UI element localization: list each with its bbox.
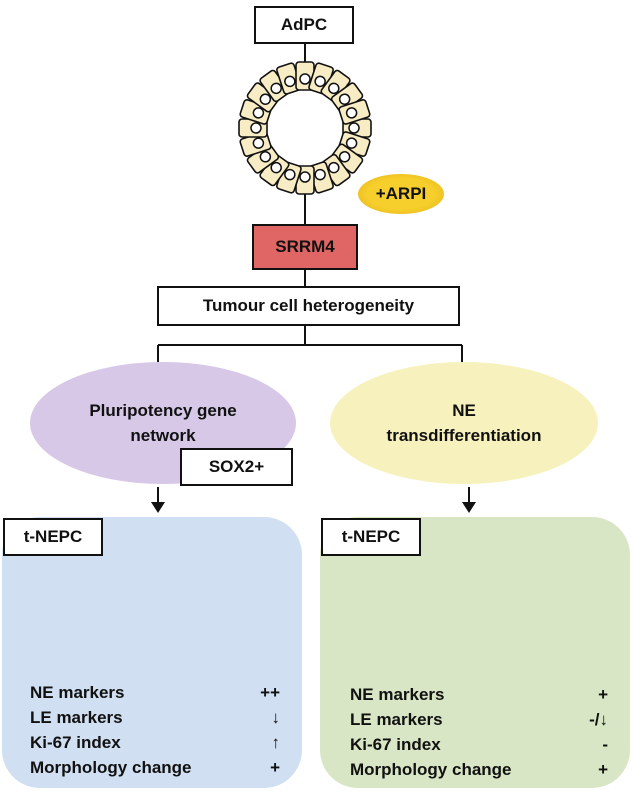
right-row-value: + — [598, 760, 608, 779]
acinus-nucleus — [328, 161, 340, 174]
acinus-cell — [276, 62, 302, 95]
srrm4-label: SRRM4 — [275, 237, 335, 256]
adpc-box: AdPC — [254, 6, 354, 44]
acinus-nucleus — [345, 137, 358, 149]
acinus-nucleus — [328, 82, 340, 95]
right-row-value: - — [602, 735, 608, 754]
right-row-label: LE markers — [350, 710, 443, 729]
sox2-label: SOX2+ — [208, 457, 265, 476]
acinus-nucleus — [270, 161, 282, 174]
left-row-label: Morphology change — [30, 758, 192, 777]
right-row-value: + — [598, 685, 608, 704]
acinus-cell — [320, 69, 351, 103]
left-row-value: + — [270, 758, 280, 777]
srrm4-box: SRRM4 — [252, 224, 358, 270]
acinus-nucleus — [252, 137, 265, 149]
left-row-value: ↑ — [271, 733, 281, 752]
acinus-cell — [246, 143, 280, 174]
acinus-nucleus — [284, 168, 296, 181]
heterogeneity-label: Tumour cell heterogeneity — [202, 296, 415, 315]
acinus-nucleus — [348, 122, 360, 134]
adpc-label: AdPC — [280, 15, 328, 34]
right-tnepc-panel — [320, 517, 630, 788]
ne-oval-line2: transdifferentiation — [386, 426, 542, 445]
left-panel-title: t-NEPC — [23, 527, 83, 546]
left-panel-title-box: t-NEPC — [3, 518, 103, 556]
arrow-right-head — [462, 502, 476, 513]
acinus-nucleus — [284, 75, 296, 88]
acinus-nucleus — [299, 171, 311, 183]
acinus-cell — [259, 153, 290, 187]
acinus-cell — [239, 131, 272, 157]
pluripotency-line2: network — [130, 426, 196, 445]
pluripotency-line1: Pluripotency gene — [89, 400, 237, 420]
acinus-nucleus — [314, 75, 326, 88]
acinus-cell — [308, 161, 334, 194]
acinus-nucleus — [314, 168, 326, 181]
acinus-nucleus — [338, 151, 351, 163]
left-tnepc-panel — [2, 517, 302, 788]
sox2-box: SOX2+ — [180, 448, 293, 486]
left-row-value: ++ — [260, 683, 280, 702]
right-row-value: -/↓ — [589, 710, 608, 729]
acinus-cell — [320, 153, 351, 187]
left-row-label: Ki-67 index — [30, 733, 121, 752]
left-row-label: NE markers — [30, 683, 125, 702]
acinus-illustration — [238, 61, 372, 195]
acinus-cell — [338, 99, 371, 125]
right-row-label: NE markers — [350, 685, 445, 704]
ne-oval-line1: NE — [452, 400, 476, 420]
arrow-left-head — [151, 502, 165, 513]
right-row-label: Ki-67 index — [350, 735, 441, 754]
acinus-nucleus — [345, 107, 358, 119]
acinus-nucleus — [259, 93, 272, 105]
right-panel-title: t-NEPC — [341, 527, 401, 546]
left-row-label: LE markers — [30, 708, 123, 727]
arpi-oval: +ARPI — [358, 174, 444, 214]
acinus-nucleus — [299, 73, 311, 85]
acinus-cell — [259, 69, 290, 103]
acinus-nucleus — [259, 151, 272, 163]
acinus-nucleus — [338, 93, 351, 105]
heterogeneity-box: Tumour cell heterogeneity — [157, 286, 460, 326]
right-row-label: Morphology change — [350, 760, 512, 779]
ne-transdifferentiation-oval: NE transdifferentiation — [330, 362, 598, 484]
left-row-value: ↓ — [271, 708, 281, 727]
acinus-nucleus — [270, 82, 282, 95]
right-panel-title-box: t-NEPC — [321, 518, 421, 556]
acinus-nucleus — [252, 107, 265, 119]
acinus-nucleus — [250, 122, 262, 134]
arpi-label: +ARPI — [375, 184, 427, 204]
